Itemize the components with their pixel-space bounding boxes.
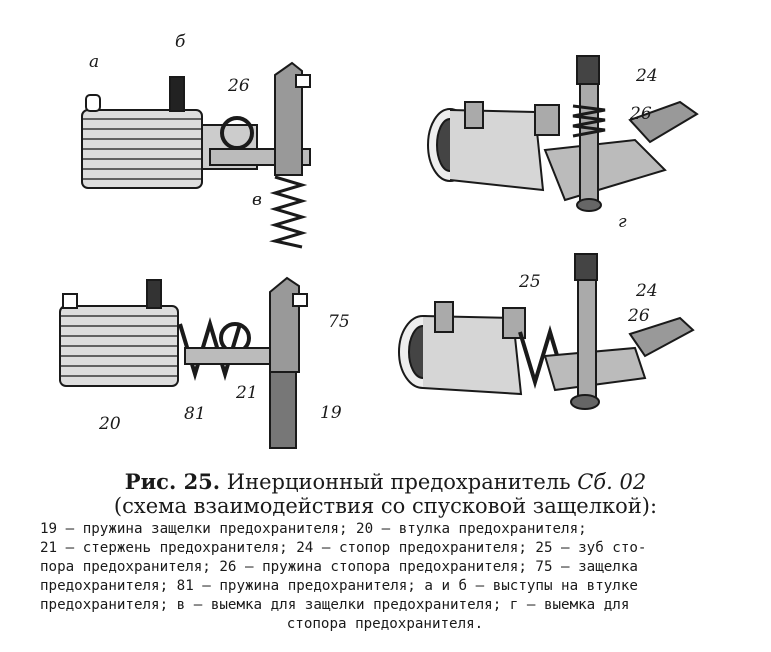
figure-bottom-left — [59, 276, 308, 449]
label-a: а — [89, 52, 100, 72]
legend-line: 19 — пружина защелки предохранителя; 20 … — [40, 521, 587, 537]
label-19: 19 — [320, 403, 342, 423]
label-24-bottom: 24 — [636, 281, 658, 301]
caption-title-italic: Сб. 02 — [577, 470, 647, 494]
legend-line: стопора предохранителя. — [286, 616, 484, 632]
label-g: г — [618, 212, 627, 232]
figure-top-left — [81, 61, 311, 249]
legend-line: 21 — стержень предохранителя; 24 — стопо… — [40, 540, 647, 556]
label-20: 20 — [99, 414, 121, 434]
figure-legend: 19 — пружина защелки предохранителя; 20 … — [40, 520, 730, 634]
label-81: 81 — [184, 404, 206, 424]
label-75: 75 — [328, 312, 350, 332]
legend-line: пора предохранителя; 26 — пружина стопор… — [40, 559, 638, 575]
label-21: 21 — [236, 383, 258, 403]
figure-number: Рис. 25. — [124, 469, 221, 494]
legend-line: предохранителя; в — выемка для защелки п… — [40, 597, 630, 613]
figure-bottom-right — [398, 253, 695, 410]
figure-top-right — [427, 55, 699, 212]
label-25: 25 — [519, 272, 541, 292]
label-24-top: 24 — [636, 66, 658, 86]
figure-caption-title: Рис. 25. Инерционный предохранитель Сб. … — [0, 469, 771, 495]
figure-caption-subtitle: (схема взаимодействия со спусковой защел… — [113, 494, 658, 518]
legend-line: предохранителя; 81 — пружина предохранит… — [40, 578, 638, 594]
label-26-top: 26 — [630, 104, 652, 124]
label-26-bottom: 26 — [628, 306, 650, 326]
label-b: б — [175, 32, 186, 52]
label-26: 26 — [228, 76, 250, 96]
caption-title-text: Инерционный предохранитель — [220, 470, 578, 494]
label-v: в — [252, 190, 262, 210]
